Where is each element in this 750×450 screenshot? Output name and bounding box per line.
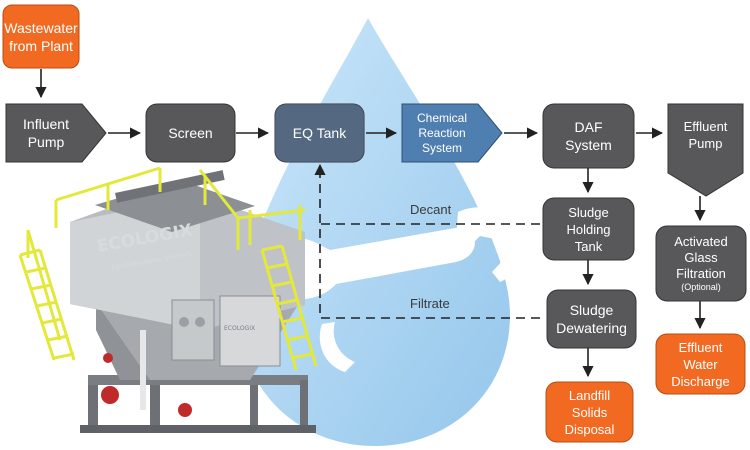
- box-eq-tank: [274, 103, 365, 163]
- left-staircase: [18, 166, 162, 361]
- box-chemical: [401, 103, 503, 163]
- box-sludge-holding: [542, 197, 635, 261]
- right-staircase: [198, 169, 318, 371]
- box-activated-glass: [655, 225, 747, 302]
- box-influent-pump: [5, 103, 107, 163]
- box-effluent-water: [655, 333, 746, 395]
- recycle-dashed-lines: [314, 163, 540, 319]
- wrench-icon: [255, 207, 524, 372]
- ecologix-unit-illustration: ECOLOGIX ENVIRONMENTAL SYSTEMS ECOLOGIX: [18, 166, 318, 433]
- box-screen: [145, 103, 236, 163]
- process-boxes: [2, 4, 747, 443]
- box-wastewater: [2, 4, 80, 69]
- box-sludge-dewatering: [546, 289, 637, 349]
- box-eq-tank-overlay: [275, 104, 364, 162]
- flow-arrows: [35, 69, 706, 378]
- flow-label-decant: Decant: [410, 202, 452, 217]
- box-daf: [542, 103, 635, 169]
- flow-label-filtrate: Filtrate: [410, 296, 450, 311]
- panel-brand: ECOLOGIX: [224, 325, 255, 332]
- box-effluent-pump: [667, 103, 744, 197]
- box-landfill: [545, 381, 634, 443]
